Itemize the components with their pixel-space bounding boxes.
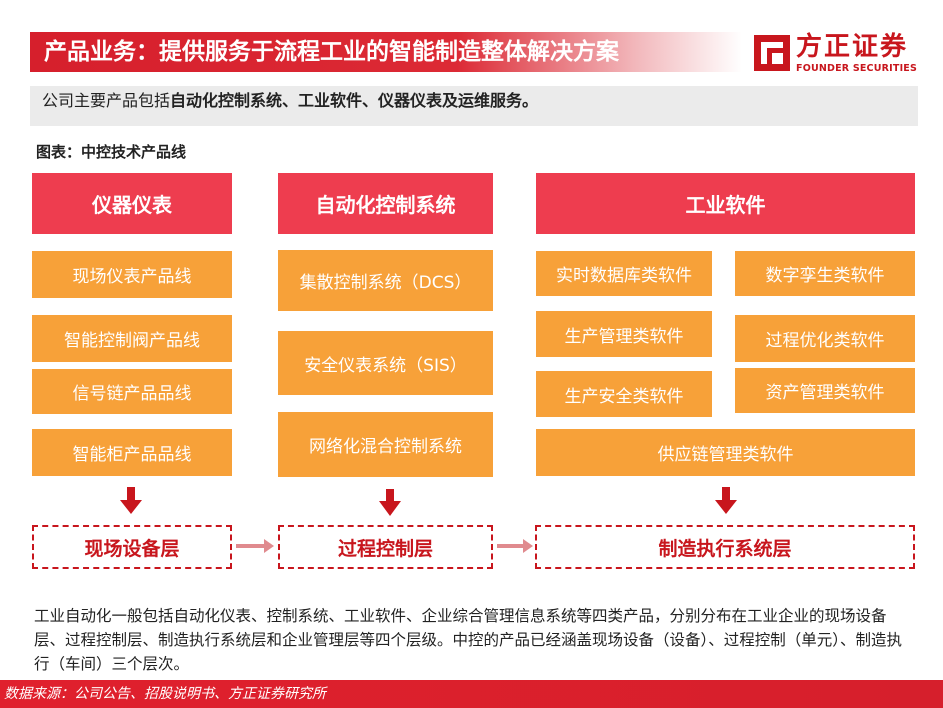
down-arrow-icon — [379, 489, 401, 516]
right-arrow-icon — [236, 539, 274, 553]
product-box: 过程优化类软件 — [735, 315, 915, 362]
product-box: 信号链产品品线 — [32, 369, 232, 414]
product-box: 资产管理类软件 — [735, 368, 915, 413]
product-box: 生产管理类软件 — [536, 311, 712, 357]
product-box: 网络化混合控制系统 — [278, 412, 493, 477]
summary-prefix: 公司主要产品包括 — [42, 91, 171, 110]
description-text: 工业自动化一般包括自动化仪表、控制系统、工业软件、企业综合管理信息系统等四类产品… — [34, 607, 903, 673]
summary-highlight: 自动化控制系统、工业软件、仪器仪表及运维服务。 — [170, 91, 539, 110]
data-source: 数据来源：公司公告、招股说明书、方正证券研究所 — [4, 686, 326, 702]
product-box: 智能控制阀产品线 — [32, 315, 232, 362]
product-box: 智能柜产品品线 — [32, 429, 232, 476]
founder-logo-icon — [754, 35, 790, 71]
product-box: 供应链管理类软件 — [536, 429, 915, 476]
figure-caption: 图表：中控技术产品线 — [36, 143, 187, 161]
product-box: 数字孪生类软件 — [735, 251, 915, 296]
down-arrow-icon — [715, 487, 737, 514]
summary-box: 公司主要产品包括自动化控制系统、工业软件、仪器仪表及运维服务。 — [30, 86, 918, 126]
product-box: 实时数据库类软件 — [536, 251, 712, 296]
column-header-software: 工业软件 — [536, 173, 915, 234]
logo-text-cn: 方正证券 — [796, 32, 909, 62]
layer-mes: 制造执行系统层 — [535, 525, 915, 569]
down-arrow-icon — [120, 487, 142, 514]
logo-text-en: FOUNDER SECURITIES — [796, 63, 918, 74]
column-header-control: 自动化控制系统 — [278, 173, 493, 234]
footer-bar — [0, 680, 943, 708]
right-arrow-icon — [497, 539, 533, 553]
column-header-instruments: 仪器仪表 — [32, 173, 232, 234]
header-bar — [30, 32, 742, 72]
page-title: 产品业务：提供服务于流程工业的智能制造整体解决方案 — [44, 39, 619, 65]
product-box: 集散控制系统（DCS） — [278, 250, 493, 311]
product-box: 现场仪表产品线 — [32, 251, 232, 298]
product-box: 安全仪表系统（SIS） — [278, 331, 493, 395]
layer-field-devices: 现场设备层 — [32, 525, 232, 569]
layer-process-control: 过程控制层 — [278, 525, 493, 569]
product-box: 生产安全类软件 — [536, 371, 712, 417]
